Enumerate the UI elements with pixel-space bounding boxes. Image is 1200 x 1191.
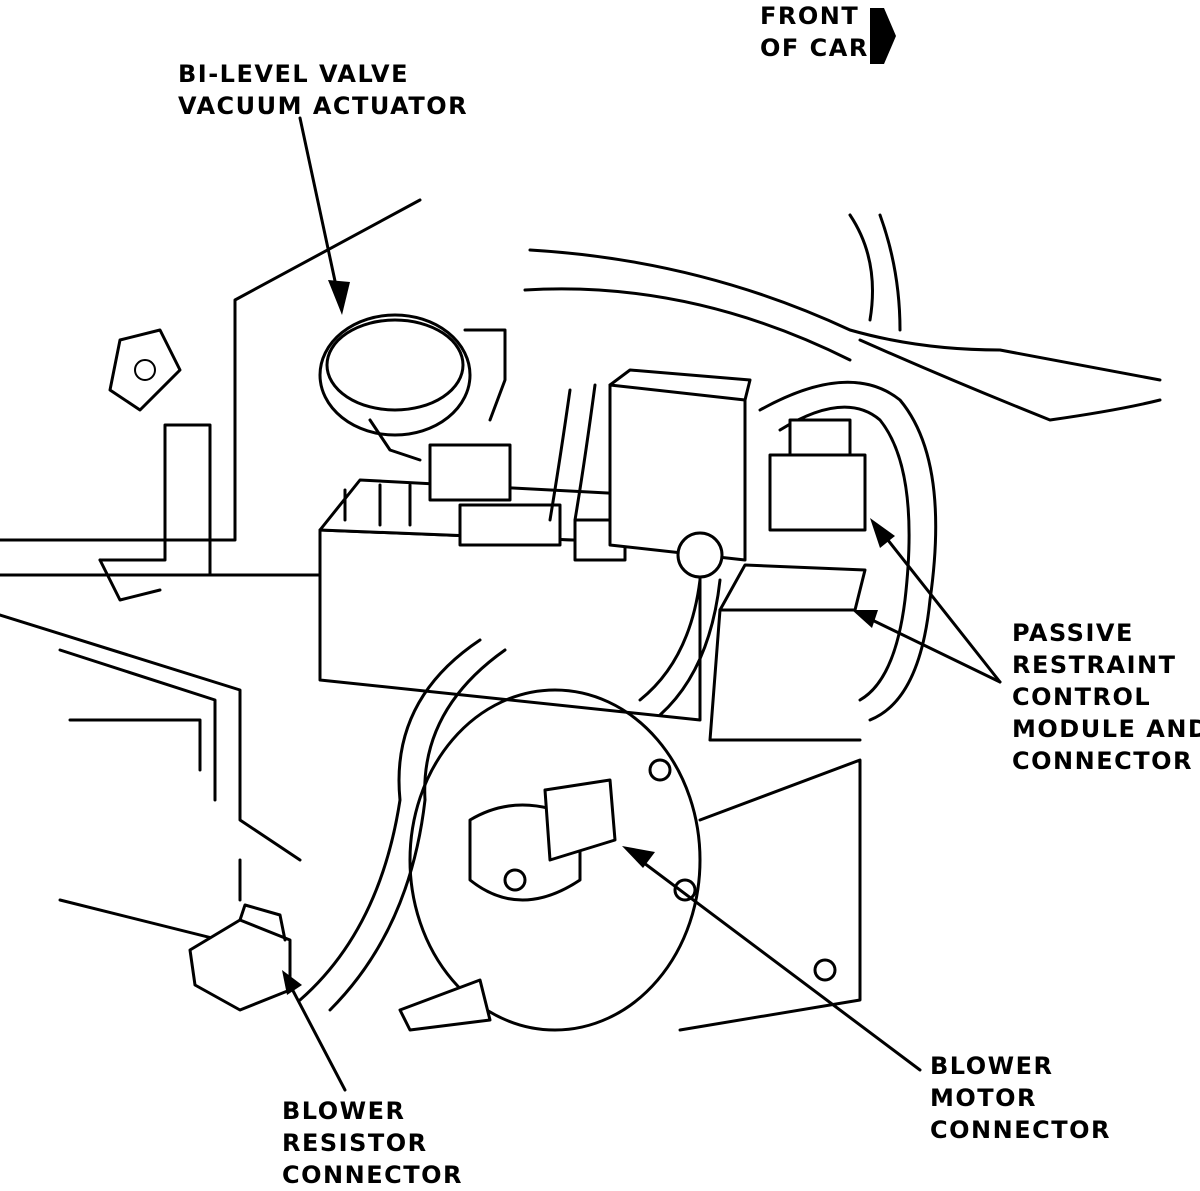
blower-motor-line-2: MOTOR — [930, 1084, 1038, 1112]
blower-motor-line-1: BLOWER — [930, 1052, 1054, 1080]
passive-restraint-line-5: CONNECTOR — [1012, 747, 1193, 775]
front-of-car-label: FRONT OF CAR — [760, 0, 869, 64]
control-module-box — [318, 368, 752, 722]
bilevel-actuator-line-2: VACUUM ACTUATOR — [178, 92, 469, 120]
passive-restraint-line-3: CONTROL — [1012, 683, 1152, 711]
front-of-car-line-1: FRONT — [760, 2, 860, 30]
blower-motor-line-3: CONNECTOR — [930, 1116, 1111, 1144]
blower-housing — [398, 688, 862, 1032]
blower-resistor-line-2: RESISTOR — [282, 1129, 428, 1157]
passive-restraint-label: PASSIVE RESTRAINT CONTROL MODULE AND CON… — [1012, 617, 1200, 777]
vacuum-actuator — [318, 313, 507, 462]
passive-restraint-line-1: PASSIVE — [1012, 619, 1134, 647]
blower-resistor-line-3: CONNECTOR — [282, 1161, 463, 1189]
blower-resistor-label: BLOWER RESISTOR CONNECTOR — [282, 1095, 463, 1191]
leader-arrows — [282, 116, 1002, 1092]
blower-resistor-line-1: BLOWER — [282, 1097, 406, 1125]
passive-restraint-line-4: MODULE AND — [1012, 715, 1200, 743]
passive-restraint-module — [708, 418, 867, 742]
passive-restraint-line-2: RESTRAINT — [1012, 651, 1177, 679]
bilevel-actuator-label: BI-LEVEL VALVE VACUUM ACTUATOR — [178, 58, 468, 122]
wire-harness — [298, 213, 1162, 1012]
blower-resistor-connector — [188, 903, 292, 1012]
blower-motor-label: BLOWER MOTOR CONNECTOR — [930, 1050, 1111, 1146]
bilevel-actuator-line-1: BI-LEVEL VALVE — [178, 60, 409, 88]
front-of-car-line-2: OF CAR — [760, 34, 869, 62]
front-arrow-icon — [870, 8, 896, 64]
